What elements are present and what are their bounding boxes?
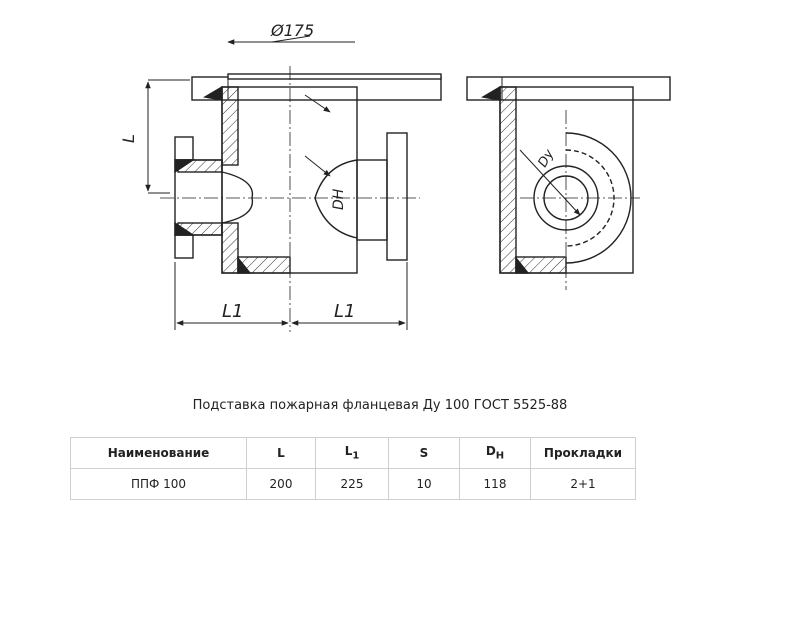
table-header-row: Наименование L L1 S DН Прокладки: [70, 437, 636, 469]
Dy-label: Dу: [535, 147, 557, 170]
dimension-L1: [174, 262, 408, 330]
spec-table: Наименование L L1 S DН Прокладки ППФ 100…: [70, 437, 636, 500]
side-body: [499, 86, 634, 274]
dimension-L: [145, 79, 190, 194]
header-DH: DН: [459, 437, 531, 469]
side-top-flange: [466, 76, 671, 101]
header-L1: L1: [315, 437, 389, 469]
dimension-DH: [304, 94, 331, 177]
L1-right-label: L1: [334, 301, 355, 322]
caption: Подставка пожарная фланцевая Ду 100 ГОСТ…: [192, 398, 568, 413]
cell-L: 200: [246, 468, 316, 500]
side-view: [466, 76, 671, 290]
cell-name: ППФ 100: [70, 468, 247, 500]
cell-gaskets: 2+1: [530, 468, 636, 500]
front-view: [160, 66, 442, 332]
L1-left-label: L1: [222, 301, 243, 322]
cell-DH: 118: [459, 468, 531, 500]
right-branch: [356, 159, 388, 241]
header-S: S: [388, 437, 460, 469]
table-row: ППФ 100 200 225 10 118 2+1: [70, 468, 636, 500]
header-name: Наименование: [70, 437, 247, 469]
diameter-label: Ø175: [270, 21, 314, 40]
dimension-diameter: [227, 35, 355, 45]
cell-S: 10: [388, 468, 460, 500]
header-gaskets: Прокладки: [530, 437, 636, 469]
header-L: L: [246, 437, 316, 469]
right-flange: [386, 132, 408, 261]
L-label: L: [119, 134, 138, 143]
technical-drawing: Ø175 L L1 L1 DН Dу: [119, 21, 671, 332]
DH-label: DН: [331, 188, 347, 210]
cell-L1: 225: [315, 468, 389, 500]
